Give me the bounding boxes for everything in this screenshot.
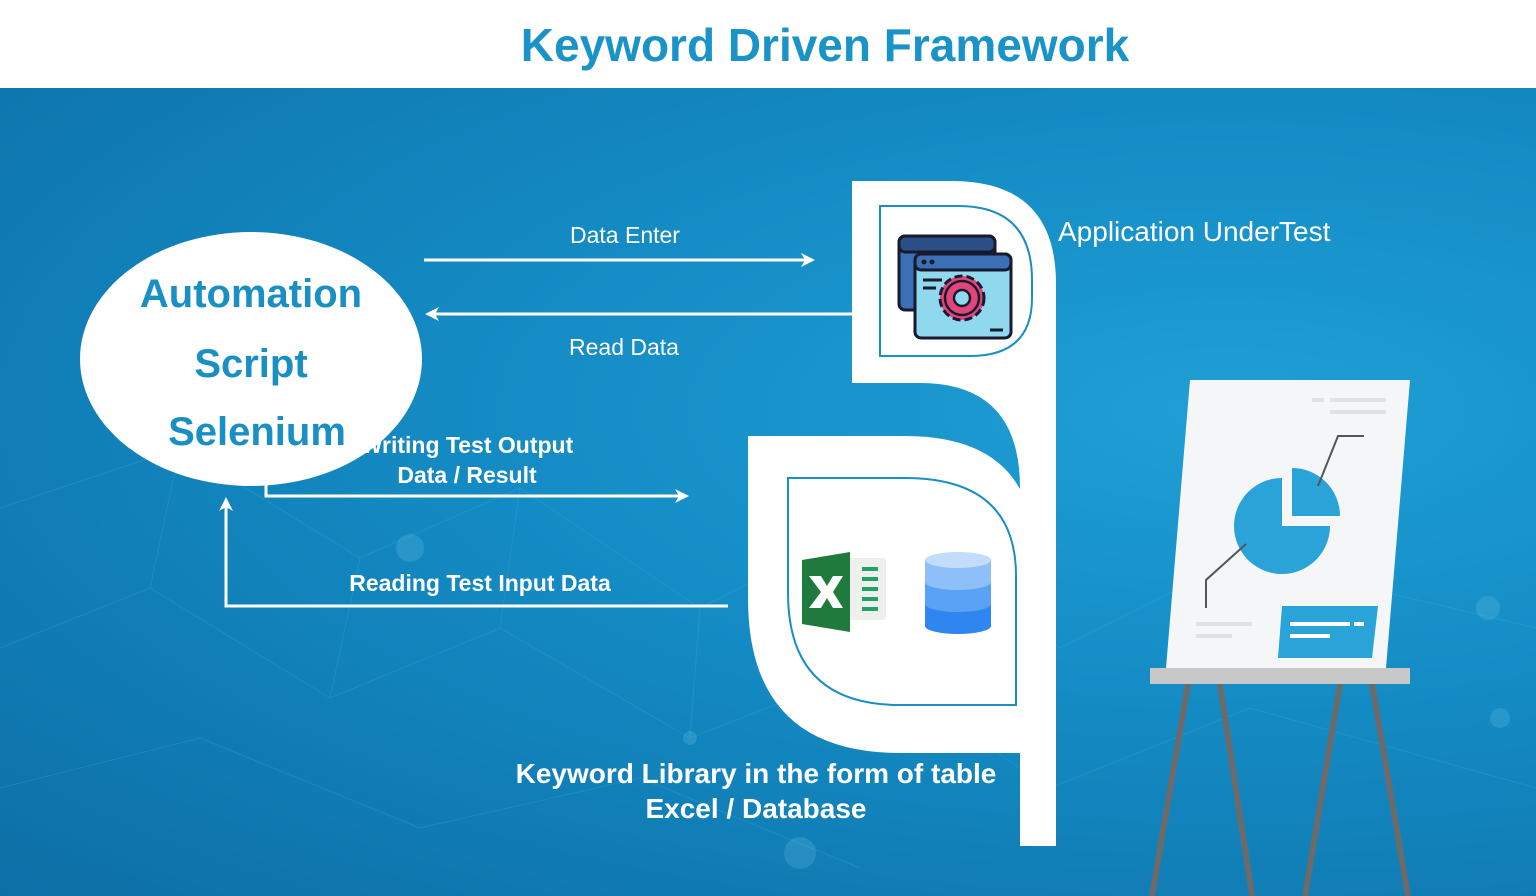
application-panel (852, 181, 1056, 846)
reading-input-label: Reading Test Input Data (349, 570, 611, 596)
excel-icon (802, 552, 886, 632)
library-panel (748, 436, 1035, 753)
library-label-line-1: Keyword Library in the form of table (515, 758, 997, 789)
presentation-easel-icon (1149, 380, 1411, 896)
page-title: Keyword Driven Framework (520, 19, 1130, 71)
writing-output-label-line-2: Data / Result (397, 462, 537, 488)
database-icon (925, 552, 991, 634)
diagram-canvas: Automation Script Selenium Data Enter Re… (0, 88, 1536, 896)
script-node-line-2: Script (194, 342, 308, 386)
flow-diagram (219, 181, 1411, 896)
script-node-line-3: Selenium (168, 410, 346, 454)
application-window-gear-icon (897, 234, 1013, 340)
network-background (0, 442, 1536, 869)
pie-chart-icon (1205, 435, 1364, 608)
reading-input-arrow (219, 497, 728, 608)
library-label-line-2: Excel / Database (645, 793, 867, 824)
application-inner-frame (879, 205, 1033, 357)
title-bar: Keyword Driven Framework (0, 0, 1536, 88)
library-inner-frame (787, 477, 1017, 706)
read-data-label: Read Data (569, 334, 679, 360)
data-enter-label: Data Enter (570, 222, 680, 248)
automation-script-node: Automation Script Selenium (80, 232, 422, 486)
writing-output-label-line-1: Writing Test Output (360, 432, 574, 458)
script-node-line-1: Automation (139, 272, 363, 316)
application-under-test-label: Application UnderTest (1058, 216, 1331, 247)
